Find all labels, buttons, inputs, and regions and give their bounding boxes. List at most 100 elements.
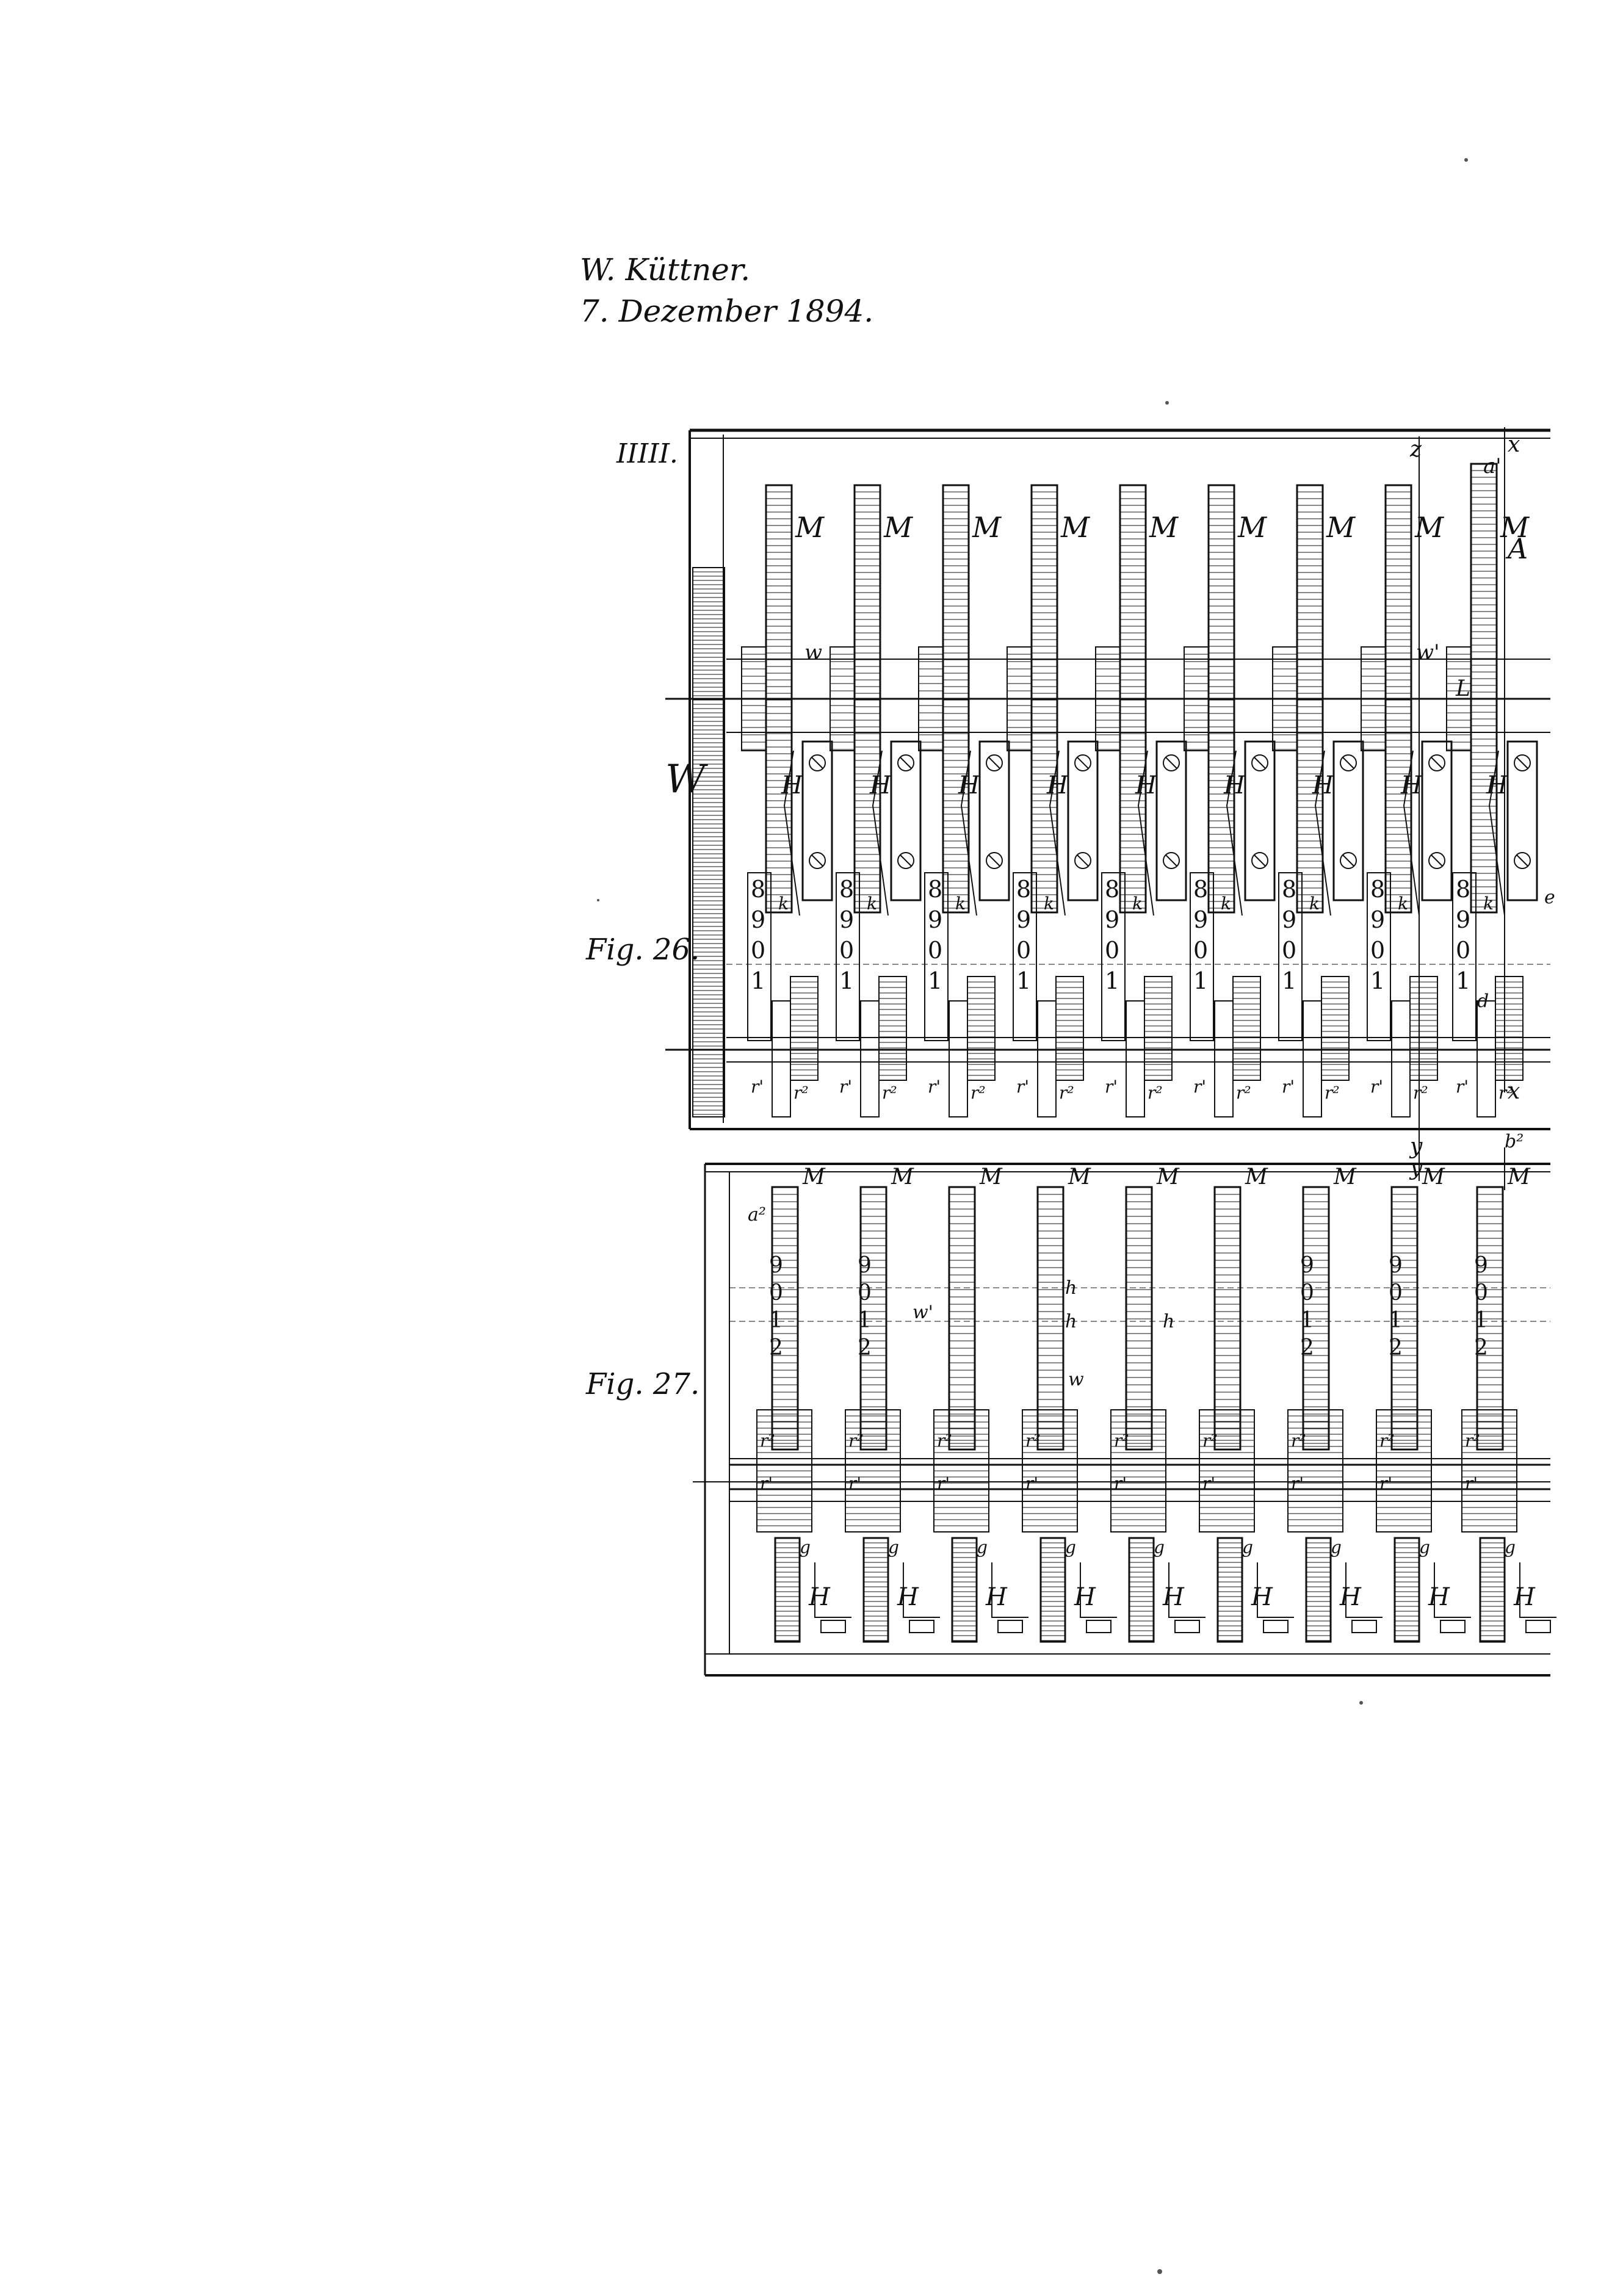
fig26-section-mark: x [1508,1079,1520,1104]
fig26-digit: 0 [1193,937,1208,964]
fig27-part-label: H [897,1583,919,1611]
fig27-part-label: H [1074,1583,1096,1611]
fig26-part-label: r' [928,1077,941,1097]
fig26-digit: 1 [751,967,765,994]
fig27-part-label: g [1505,1537,1516,1558]
fig27-part-label: H [1251,1583,1273,1611]
fig26-digit: 9 [1456,906,1470,933]
fig26-part-label: k [867,893,877,914]
fig26-part-label: w' [1416,640,1439,665]
fig27-digit: 9 [858,1253,872,1278]
fig26-part-label: k [1132,893,1143,914]
fig26-part-label: r² [793,1083,809,1103]
fig26-part-label: M [1414,511,1445,544]
fig26-part-label: H [781,771,803,800]
fig27-part-label: r' [760,1473,773,1493]
fig27-part-label: w [1068,1369,1084,1390]
fig27-section-mark: b² [1505,1131,1524,1152]
fig26-part-label: H [869,771,892,800]
fig27-part-label: r' [937,1473,950,1493]
fig26-part-label: r' [1193,1077,1206,1097]
fig26-digit: 1 [1456,967,1470,994]
fig27-part-label: H [1428,1583,1450,1611]
fig27-part-label: r' [1114,1473,1127,1493]
fig26-part-label: r² [1498,1083,1514,1103]
fig26-digit: 1 [1193,967,1208,994]
fig27-part-label: r² [1379,1431,1395,1451]
fig26-digit: 8 [1105,876,1119,903]
fig27-part-label: M [1422,1164,1445,1190]
fig26-part-label: k [1221,893,1231,914]
fig26-part-label: M [1237,511,1268,544]
fig27-part-label: a² [748,1204,766,1226]
figure-26-drawing: 8901MHr'r²k8901MHr'r²k8901MHr'r²k8901MHr… [665,427,1555,1181]
fig26-part-label: M [883,511,914,544]
fig26-part-label: r' [1016,1077,1029,1097]
fig27-digit: 2 [1300,1335,1314,1360]
fig26-digit: 8 [1193,876,1208,903]
fig27-part-label: H [1339,1583,1362,1611]
fig26-part-label: M [972,511,1002,544]
fig27-digit: 2 [858,1335,872,1360]
fig27-part-label: g [800,1537,811,1558]
figure-27-drawing: 9012Mr²r'gH9012Mr²r'gHMr²r'gHMr²r'gHMr²r… [693,1131,1556,1677]
fig26-digit: 0 [1105,937,1119,964]
fig26-digit: 8 [1016,876,1031,903]
fig27-digit: 1 [858,1308,872,1333]
inventor-name: W. Küttner. [580,252,751,287]
fig27-part-label: M [802,1164,826,1190]
fig26-digit: 8 [1456,876,1470,903]
fig26-part-label: M [1326,511,1356,544]
fig26-digit: 0 [839,937,854,964]
fig27-part-label: H [985,1583,1008,1611]
fig27-part-label: r' [848,1473,861,1493]
fig27-part-label: r' [1291,1473,1304,1493]
fig27-digit: 0 [858,1280,872,1305]
fig26-part-label: r² [882,1083,897,1103]
fig26-part-label: M [1500,511,1530,544]
fig27-digit: 0 [769,1280,783,1305]
fig27-digit: 0 [1389,1280,1403,1305]
fig27-part-label: g [1419,1537,1430,1558]
fig26-part-label: r² [971,1083,986,1103]
fig26-digit: 9 [751,906,765,933]
fig26-part-label: H [1312,771,1334,800]
fig27-part-label: r² [1025,1431,1041,1451]
fig26-part-label: r² [1236,1083,1251,1103]
fig26-part-label: A [1505,532,1528,565]
figure-27-label: Fig. 27. [586,1367,700,1401]
fig26-digit: 1 [1370,967,1385,994]
fig26-part-label: k [1398,893,1408,914]
fig26-digit: 9 [1105,906,1119,933]
fig27-digit: 9 [769,1253,783,1278]
fig27-part-label: r² [1114,1431,1129,1451]
fig26-part-label: H [1223,771,1246,800]
fig27-part-label: M [1245,1164,1268,1190]
fig27-part-label: M [1156,1164,1180,1190]
fig27-part-label: g [1331,1537,1342,1558]
fig27-part-label: h [1163,1311,1174,1332]
fig26-digit: 1 [1105,967,1119,994]
fig27-digit: 9 [1300,1253,1314,1278]
fig27-part-label: H [1513,1583,1536,1611]
fig27-part-label: r² [1465,1431,1480,1451]
fig26-part-label: r² [1325,1083,1340,1103]
corner-label: IIIII. [616,438,678,469]
fig27-part-label: r² [760,1431,775,1451]
fig27-part-label: M [979,1164,1003,1190]
fig27-part-label: g [1154,1537,1165,1558]
fig27-part-label: M [891,1164,914,1190]
fig27-part-label: M [1068,1164,1091,1190]
fig27-part-label: h [1065,1277,1077,1299]
fig26-digit: 9 [839,906,854,933]
fig27-digit: 0 [1300,1280,1314,1305]
fig27-part-label: g [888,1537,899,1558]
